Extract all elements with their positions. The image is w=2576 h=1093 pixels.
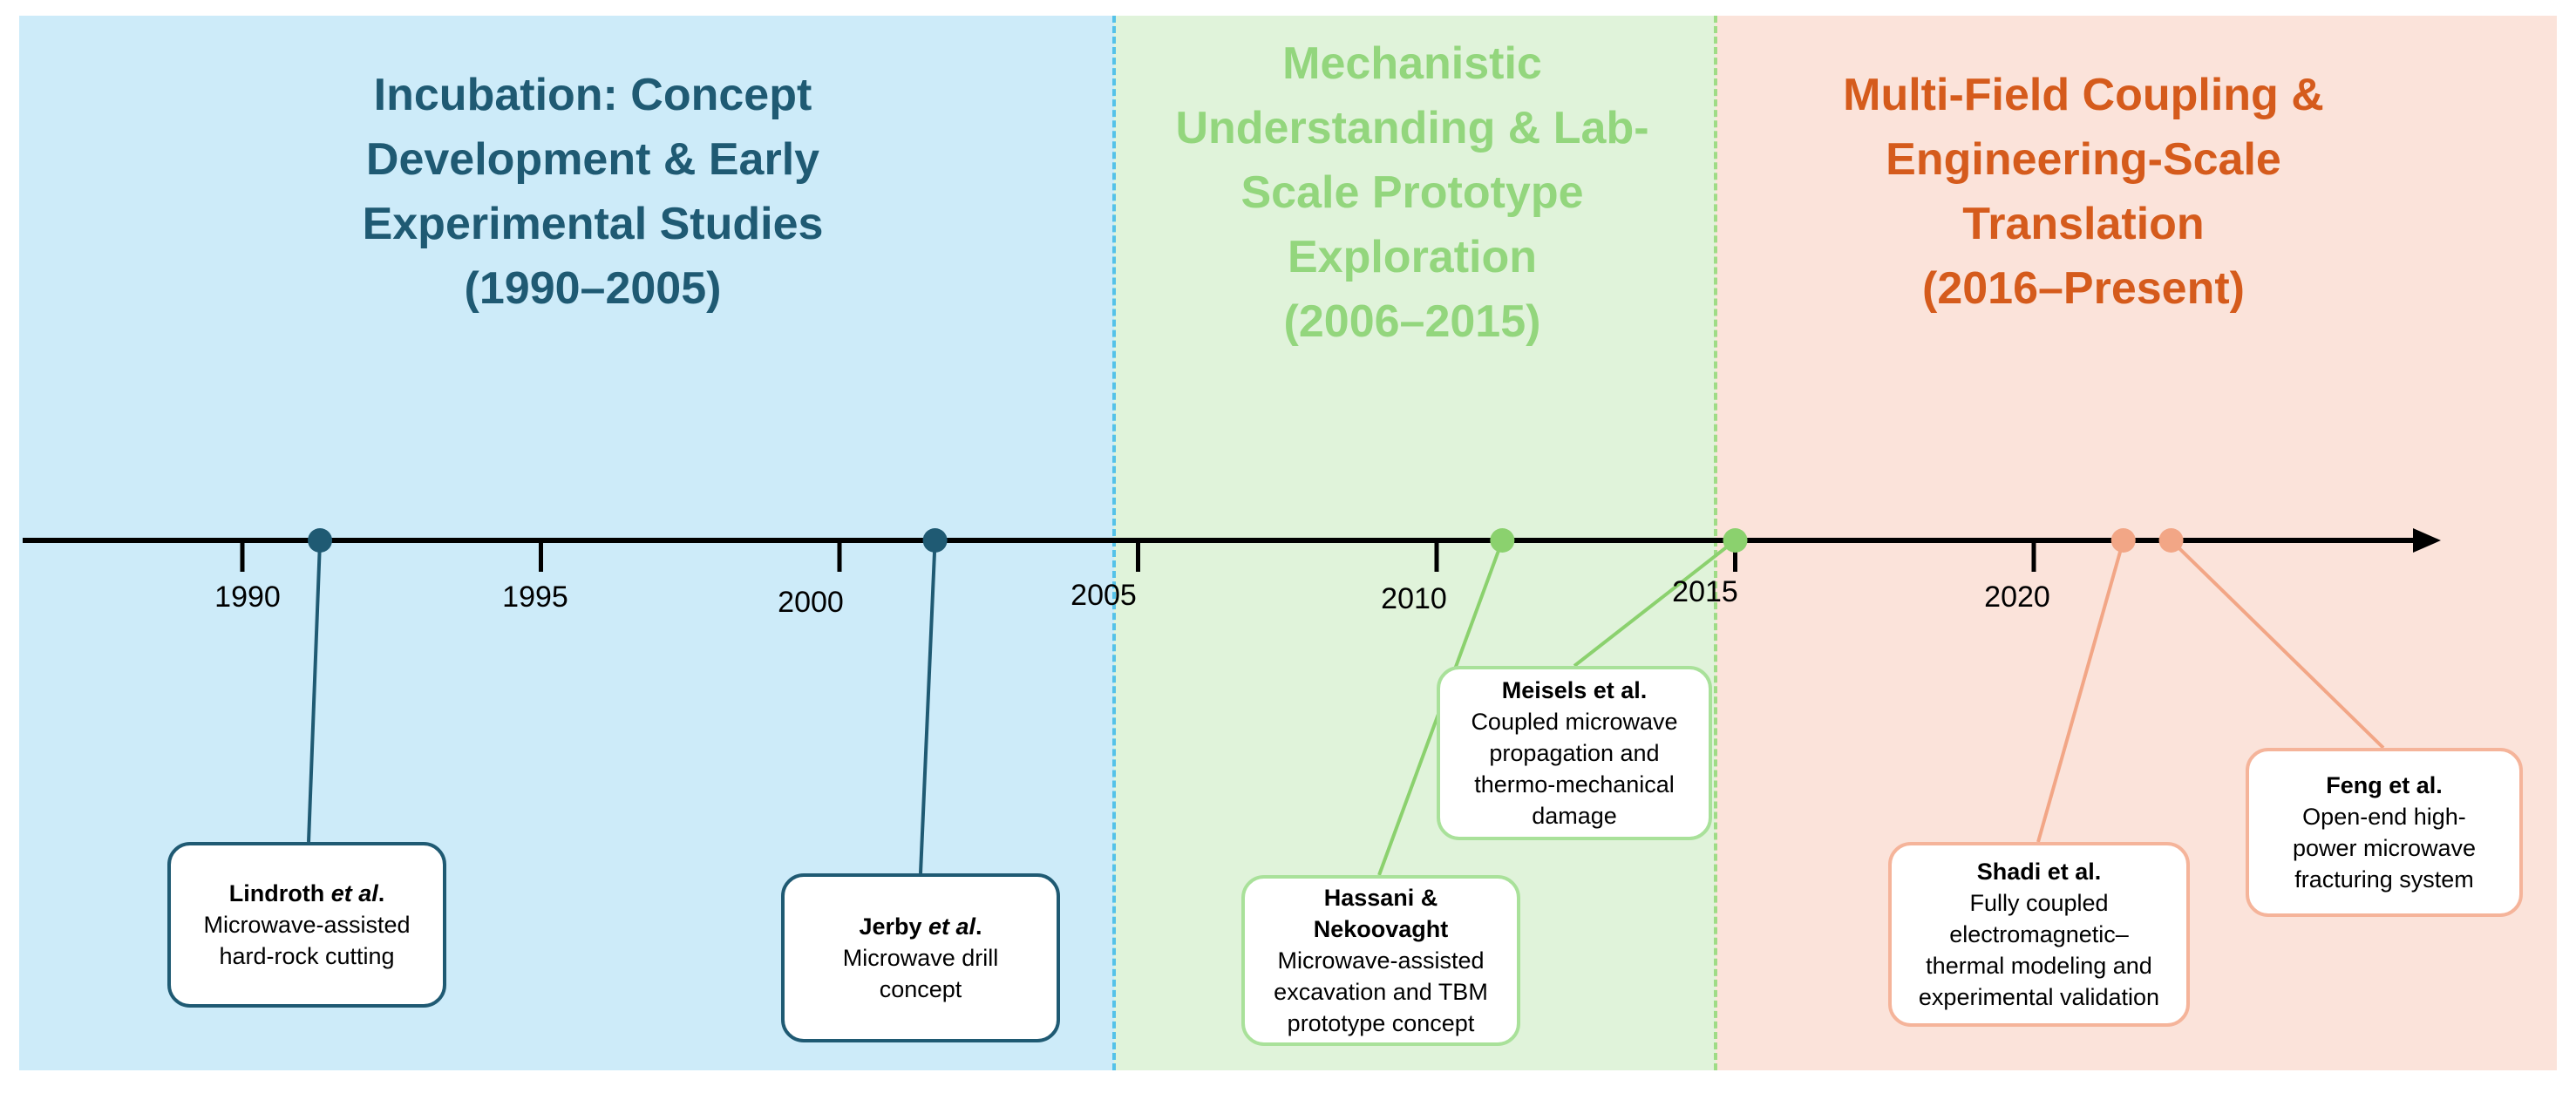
phase-2-title-line: Mechanistic (1282, 38, 1542, 89)
event-description: propagation and (1489, 740, 1660, 766)
phase-2-title-line: Understanding & Lab- (1175, 103, 1649, 153)
event-dot-marker (922, 528, 948, 553)
event-dot-marker (2158, 528, 2184, 553)
year-label-1995: 1995 (502, 580, 568, 614)
year-label-2005: 2005 (1071, 579, 1137, 612)
event-connector-line (307, 540, 323, 843)
event-box-feng: Feng et al. Open-end high- power microwa… (2246, 748, 2523, 917)
event-description: Fully coupled (1969, 890, 2109, 916)
phase-3-title-line: Translation (1962, 199, 2205, 249)
event-description: concept (879, 976, 962, 1002)
phase-1-title: Incubation: Concept Development & Early … (227, 63, 959, 321)
event-box-hassani: Hassani & Nekoovaght Microwave-assisted … (1241, 875, 1520, 1046)
phase-2-title: Mechanistic Understanding & Lab- Scale P… (1125, 31, 1700, 354)
event-description: Microwave-assisted (1277, 947, 1485, 974)
event-author: Lindroth et al. (229, 878, 385, 909)
event-description: fracturing system (2294, 866, 2474, 893)
event-author: Feng et al. (2326, 772, 2443, 798)
event-author: Meisels et al. (1501, 677, 1648, 703)
event-author-name: Lindroth (228, 880, 331, 906)
event-description: Open-end high- (2302, 804, 2466, 830)
phase-2-title-line: (2006–2015) (1283, 296, 1541, 347)
event-dot-marker (1490, 528, 1515, 553)
event-description: experimental validation (1918, 984, 2160, 1010)
event-author: Jerby et al. (859, 911, 982, 942)
year-label-2015: 2015 (1672, 575, 1738, 608)
phase-1-title-line: Incubation: Concept (373, 70, 812, 120)
event-author: Nekoovaght (1313, 916, 1449, 942)
event-description: electromagnetic– (1949, 921, 2129, 947)
phase-2-title-line: Exploration (1287, 232, 1538, 282)
event-author-etal: et al (928, 913, 976, 940)
year-label-2010: 2010 (1381, 582, 1447, 615)
event-box-shadi: Shadi et al. Fully coupled electromagnet… (1888, 842, 2190, 1027)
phase-1-title-line: Experimental Studies (362, 199, 824, 249)
event-author: Shadi et al. (1976, 859, 2102, 885)
event-box-lindroth: Lindroth et al. Microwave-assisted hard-… (167, 842, 446, 1008)
event-author-etal: et al (330, 880, 378, 906)
phase-3-title-line: Engineering-Scale (1886, 134, 2281, 185)
event-dot-marker (2110, 528, 2136, 553)
event-author: Hassani & (1323, 885, 1438, 911)
phase-3-title-line: (2016–Present) (1922, 263, 2245, 314)
event-dot-marker (1723, 528, 1748, 553)
phase-1-title-line: Development & Early (365, 134, 820, 185)
event-box-jerby: Jerby et al. Microwave drill concept (781, 873, 1060, 1042)
event-description: thermal modeling and (1926, 953, 2152, 979)
event-description: hard-rock cutting (219, 943, 395, 969)
event-description: damage (1532, 803, 1617, 829)
event-description: power microwave (2292, 835, 2477, 861)
event-author-period: . (377, 880, 385, 906)
phase-3-title-line: Multi-Field Coupling & (1843, 70, 2324, 120)
timeline-arrowhead-icon (2413, 528, 2441, 553)
event-description: prototype concept (1287, 1010, 1475, 1036)
event-author-period: . (975, 913, 982, 940)
event-description: thermo-mechanical (1474, 771, 1675, 798)
event-description: Microwave drill (842, 945, 999, 971)
event-connector-line (2170, 539, 2385, 750)
event-connector-line (1573, 539, 1737, 668)
event-connector-line (919, 540, 937, 874)
year-label-2020: 2020 (1984, 580, 2050, 614)
phase-3-title: Multi-Field Coupling & Engineering-Scale… (1752, 63, 2415, 321)
event-description: excavation and TBM (1274, 979, 1488, 1005)
year-label-2000: 2000 (778, 586, 844, 619)
phase-1-title-line: (1990–2005) (464, 263, 722, 314)
event-connector-line (2036, 540, 2125, 843)
event-author-name: Jerby (859, 913, 928, 940)
event-box-meisels: Meisels et al. Coupled microwave propaga… (1437, 666, 1712, 840)
phase-2-title-line: Scale Prototype (1240, 167, 1584, 218)
event-description: Coupled microwave (1471, 709, 1678, 735)
year-label-1990: 1990 (214, 580, 281, 614)
event-description: Microwave-assisted (203, 912, 411, 938)
event-dot-marker (308, 528, 333, 553)
